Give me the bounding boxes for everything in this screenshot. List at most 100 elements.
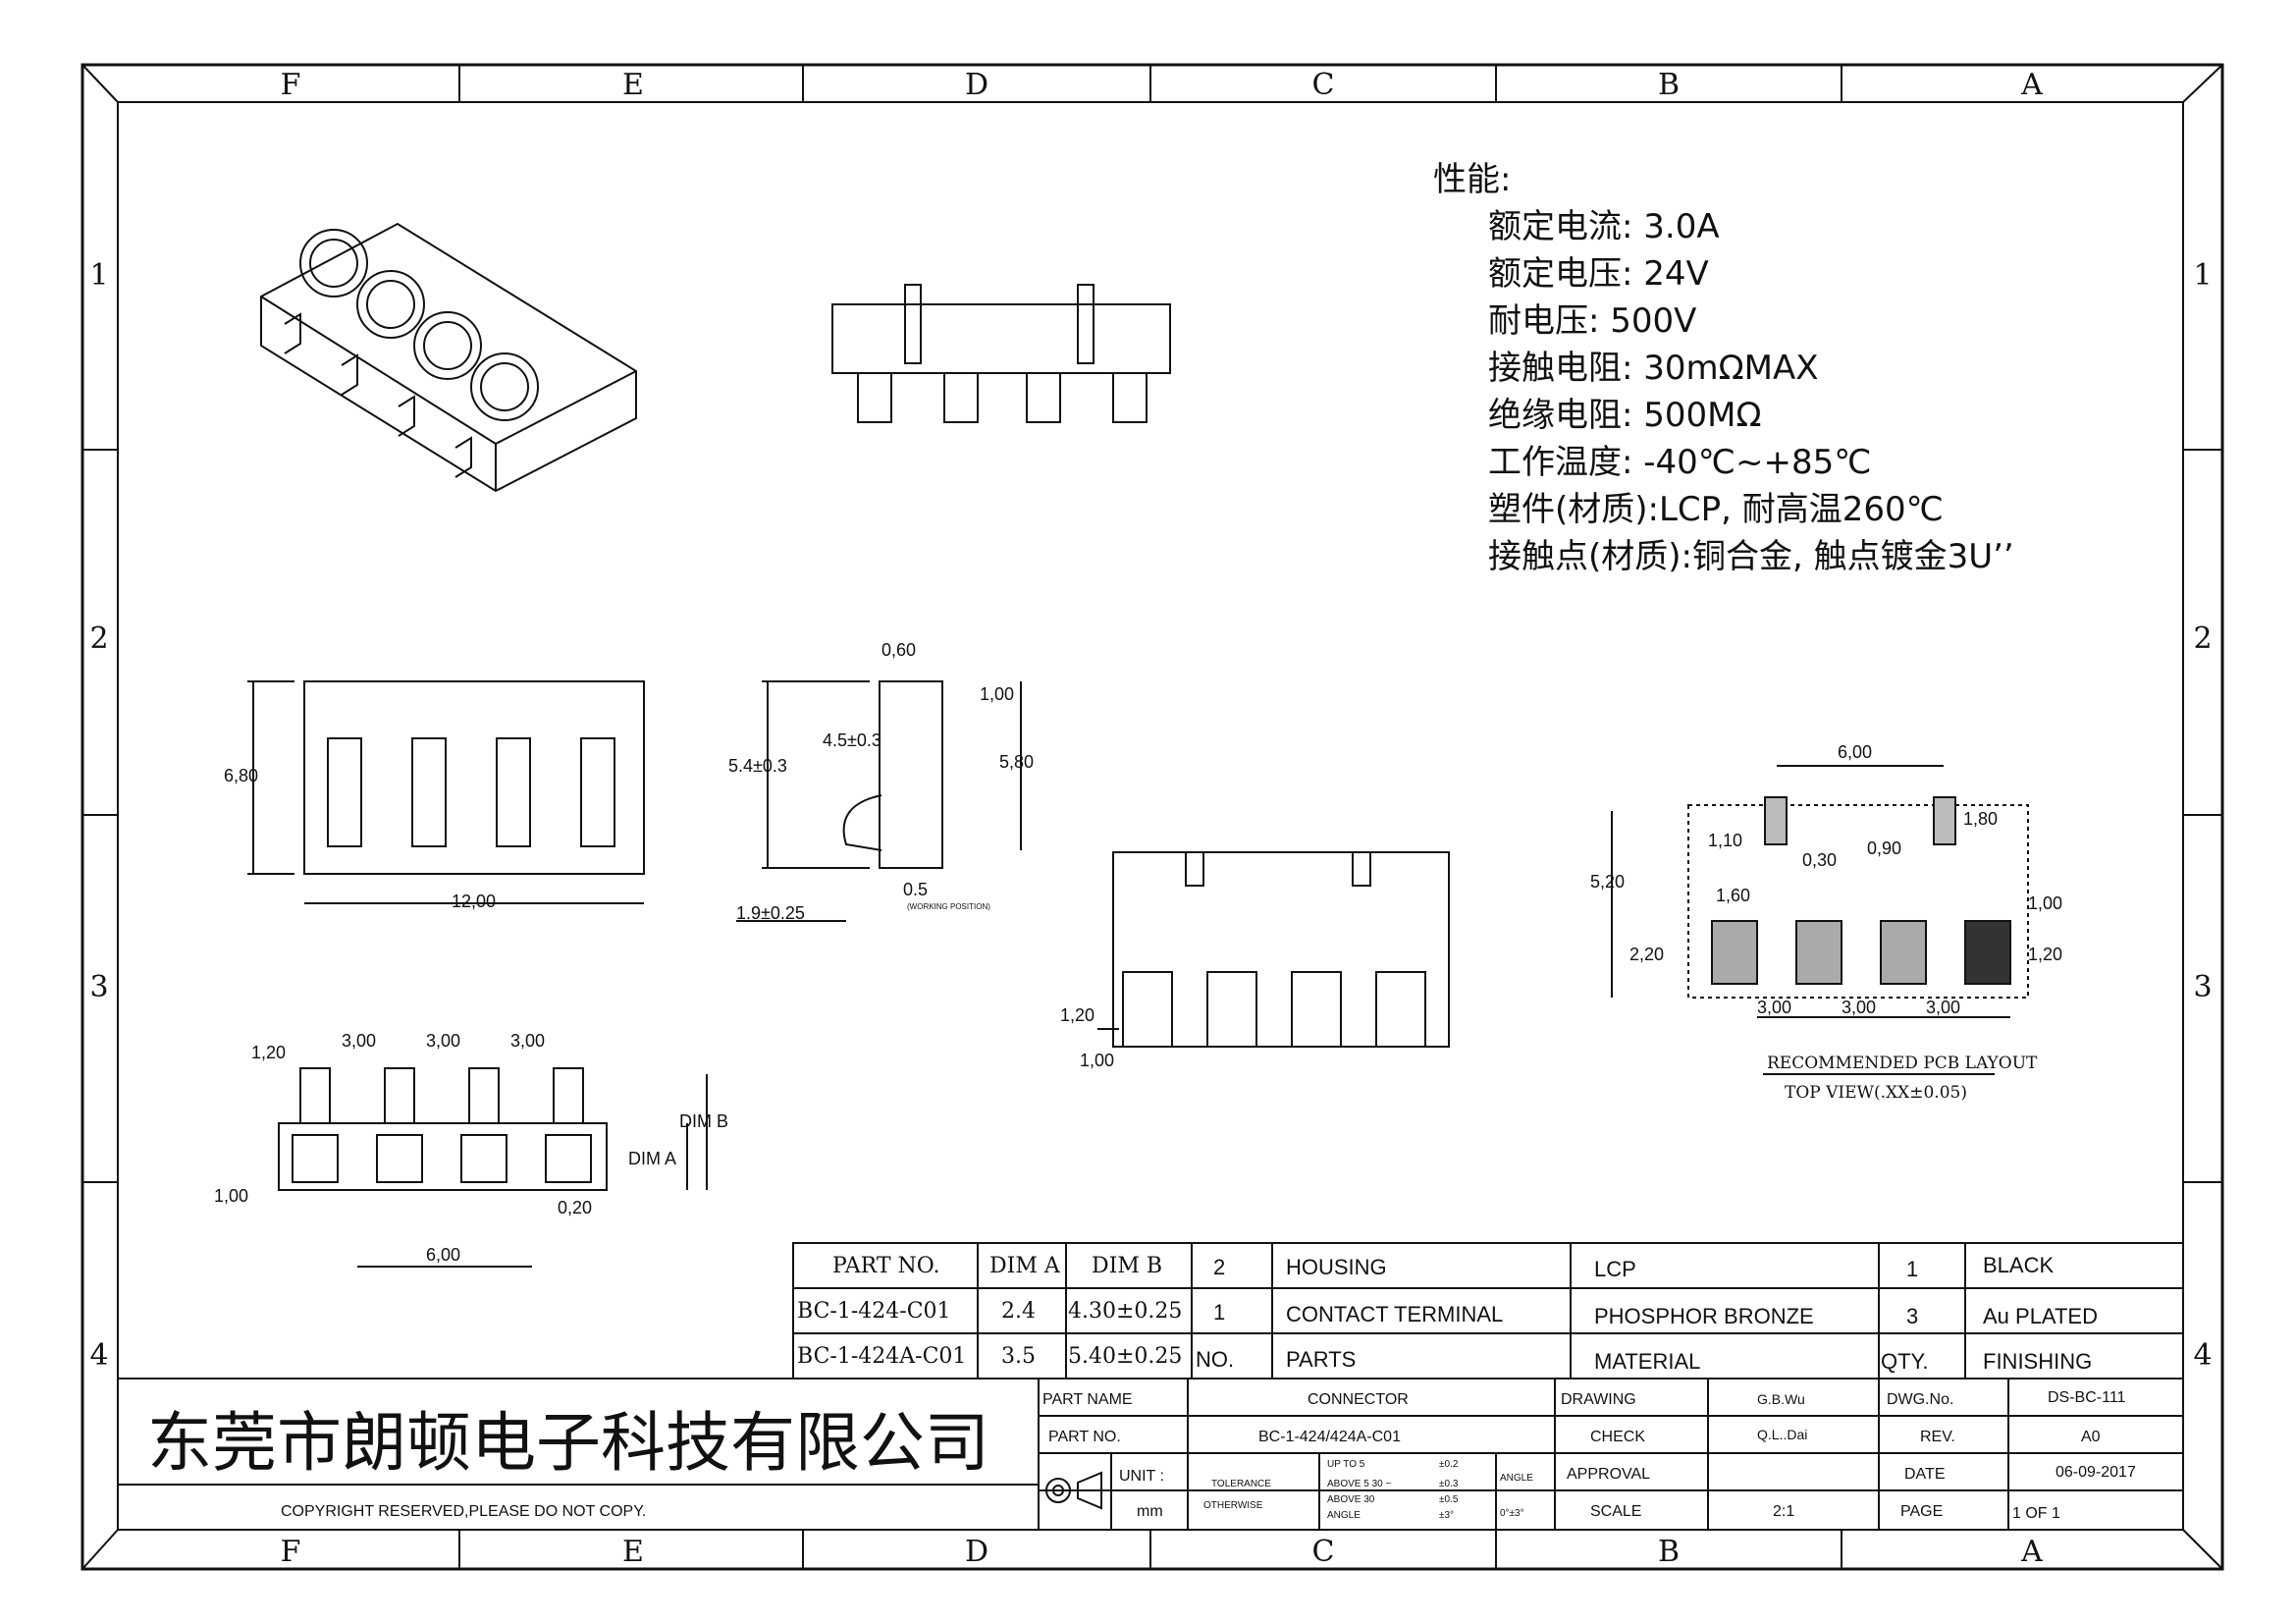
dim-label: 1.9±0.25 — [736, 903, 805, 923]
dim-label: 0.5 — [903, 880, 928, 899]
tol: ±0.2 — [1439, 1459, 1459, 1470]
bom-cell: Au PLATED — [1983, 1304, 2098, 1328]
col-label: D — [965, 1535, 988, 1569]
angle: 0°±3° — [1500, 1508, 1524, 1519]
row-label: 2 — [2193, 622, 2212, 656]
tol: ±3° — [1439, 1510, 1454, 1521]
tol: ±0.5 — [1439, 1494, 1459, 1505]
label: DRAWING — [1561, 1391, 1636, 1408]
spec-item: 额定电流: 3.0A — [1488, 207, 1720, 246]
row-label: 4 — [2193, 1338, 2212, 1373]
dim-cell: BC-1-424A-C01 — [797, 1344, 966, 1369]
bom-cell: HOUSING — [1286, 1255, 1387, 1279]
label: DWG.No. — [1887, 1391, 1953, 1408]
dim-label: 0,90 — [1867, 839, 1901, 858]
dim-label: 1,00 — [980, 684, 1014, 704]
dim-label: 1,20 — [1060, 1005, 1095, 1025]
dim-label: 6,80 — [224, 766, 258, 785]
bom-header: PARTS — [1286, 1347, 1356, 1372]
bom-header: NO. — [1196, 1347, 1234, 1372]
dim-cell: 3.5 — [1001, 1344, 1036, 1369]
dim-cell: 2.4 — [1001, 1299, 1036, 1324]
dim-label: 2,20 — [1629, 945, 1664, 964]
label: UNIT : — [1119, 1468, 1164, 1485]
tol: ABOVE 30 — [1327, 1494, 1375, 1505]
row-label: 4 — [89, 1338, 108, 1373]
dwg-no: DS-BC-111 — [2048, 1389, 2126, 1406]
dim-label: 3,00 — [426, 1031, 460, 1051]
pcb-caption: RECOMMENDED PCB LAYOUT TOP VIEW(.XX±0.05… — [1763, 1054, 2038, 1103]
pcb-layout — [1611, 765, 2029, 1018]
bom-cell: PHOSPHOR BRONZE — [1594, 1304, 1814, 1328]
side-dims: 0,60 1,00 4.5±0.3 5.4±0.3 5,80 0.5 1.9±0… — [728, 640, 1034, 923]
col-label: C — [1312, 68, 1335, 102]
dim-label: 4.5±0.3 — [823, 730, 881, 750]
dim-label: 0,30 — [1802, 850, 1837, 870]
dim-label: 3,00 — [510, 1031, 545, 1051]
dim-cell: 5.40±0.25 — [1068, 1344, 1182, 1369]
label: CHECK — [1590, 1429, 1645, 1445]
dim-label: 12,00 — [452, 892, 496, 911]
row-label: 3 — [89, 970, 108, 1004]
dim-label: 3,00 — [1757, 998, 1791, 1017]
rear-view — [1097, 851, 1450, 1048]
label: DATE — [1904, 1466, 1945, 1483]
col-label: C — [1312, 1535, 1335, 1569]
dim-table-text: PART NO. DIM A DIM B BC-1-424-C01 2.4 4.… — [797, 1254, 1182, 1369]
dim-label: 1,20 — [251, 1043, 286, 1062]
bom-cell: LCP — [1594, 1257, 1636, 1281]
dim-header: DIM A — [989, 1254, 1061, 1278]
row-label: 1 — [2193, 258, 2212, 293]
dim-label: DIM B — [679, 1111, 728, 1131]
bom-cell: 3 — [1906, 1304, 1918, 1328]
bom-header: QTY. — [1881, 1349, 1929, 1374]
dim-note: (WORKING POSITION) — [907, 902, 990, 911]
dim-label: 5.4±0.3 — [728, 756, 787, 776]
dim-label: DIM A — [628, 1149, 676, 1168]
spec-item: 耐电压: 500V — [1488, 301, 1696, 341]
rear-dims: 1,20 1,00 — [1060, 1005, 1114, 1070]
spec-item: 接触点(材质):铜合金, 触点镀金3U’’ — [1488, 537, 2014, 576]
check: Q.L..Dai — [1757, 1427, 1807, 1442]
label: APPROVAL — [1567, 1466, 1650, 1483]
pcb-dims: 6,00 1,80 1,10 0,30 0,90 5,20 1,60 1,00 … — [1590, 742, 2062, 1017]
label: PART NAME — [1042, 1391, 1133, 1408]
dim-label: 1,60 — [1716, 886, 1750, 905]
spec-item: 绝缘电阻: 500MΩ — [1488, 396, 1761, 435]
scale: 2:1 — [1773, 1503, 1794, 1520]
tol: ANGLE — [1327, 1510, 1361, 1521]
label: REV. — [1920, 1429, 1955, 1445]
dim-label: 3,00 — [342, 1031, 376, 1051]
page: 1 OF 1 — [2012, 1505, 2060, 1522]
label: PART NO. — [1048, 1429, 1121, 1445]
drawing: G.B.Wu — [1757, 1391, 1805, 1407]
spec-item: 接触电阻: 30mΩMAX — [1488, 349, 1819, 388]
bom-cell: BLACK — [1983, 1253, 2054, 1277]
bom-cell: CONTACT TERMINAL — [1286, 1302, 1503, 1326]
pcb-title: RECOMMENDED PCB LAYOUT — [1767, 1054, 2038, 1073]
spec-item: 塑件(材质):LCP, 耐高温260℃ — [1488, 490, 1944, 529]
col-label: B — [1658, 1535, 1680, 1569]
iso-view — [260, 222, 637, 493]
copyright: COPYRIGHT RESERVED,PLEASE DO NOT COPY. — [281, 1503, 646, 1520]
col-label: A — [2020, 1535, 2043, 1569]
dim-label: 1,00 — [2028, 893, 2062, 913]
bom-header: MATERIAL — [1594, 1349, 1700, 1374]
side-section — [736, 680, 1022, 922]
dim-header: PART NO. — [832, 1254, 940, 1278]
title-block — [117, 1378, 2184, 1531]
front-dims: 6,80 12,00 — [224, 766, 496, 911]
bom-cell: 1 — [1906, 1257, 1918, 1281]
dim-label: 1,00 — [1080, 1051, 1114, 1070]
zone-labels: F E D C B A F E D C B A 1 2 3 4 1 2 3 4 — [89, 68, 2212, 1569]
dim-label: 0,20 — [558, 1198, 592, 1217]
label: PAGE — [1900, 1503, 1943, 1520]
dim-label: 1,00 — [214, 1186, 248, 1206]
row-label: 2 — [89, 622, 108, 656]
zone-dividers — [82, 65, 2222, 1569]
dim-cell: 4.30±0.25 — [1068, 1299, 1182, 1324]
top-view — [831, 284, 1171, 423]
col-label: D — [965, 68, 988, 102]
label: ANGLE — [1500, 1473, 1533, 1484]
